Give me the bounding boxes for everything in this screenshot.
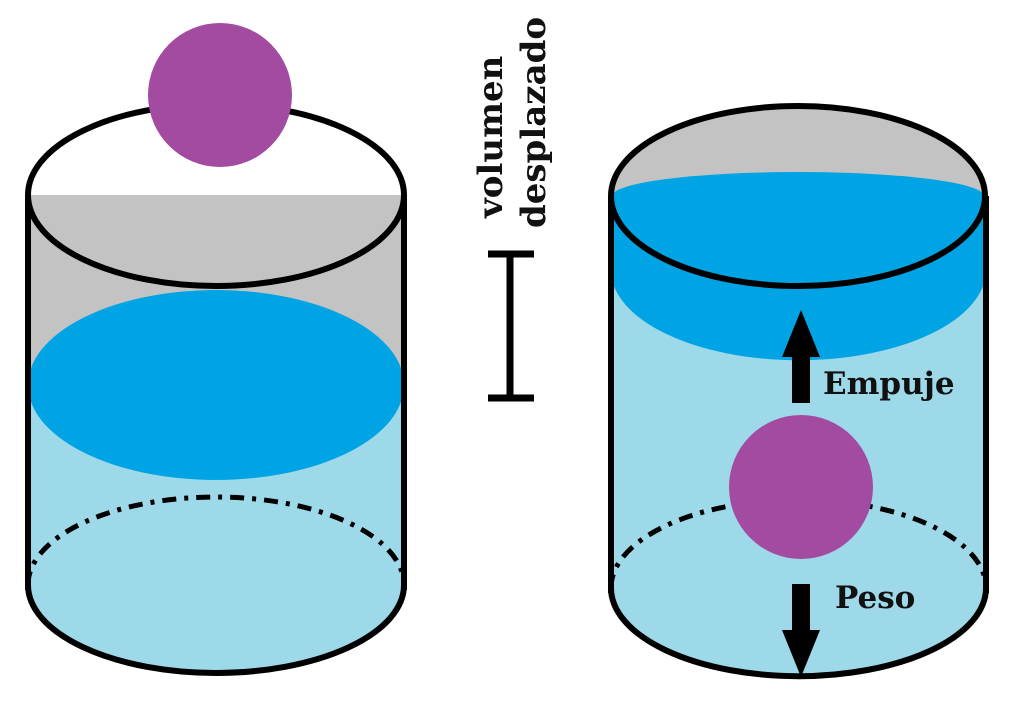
left-water-surface (28, 290, 404, 480)
label-volumen: volumen (471, 56, 511, 219)
label-desplazado: desplazado (514, 17, 554, 228)
right-base-front-edge (608, 587, 989, 680)
left-base-front-edge (25, 584, 407, 676)
label-peso: Peso (835, 580, 915, 616)
left-base-back-edge (25, 494, 407, 586)
right-ball (729, 415, 873, 559)
left-cylinder (25, 23, 407, 676)
displaced-volume-label: volumen desplazado (471, 17, 554, 228)
right-base-back-edge (608, 497, 989, 589)
left-ball (148, 23, 292, 167)
volume-bracket-icon (488, 250, 534, 402)
right-air-gap (612, 108, 984, 196)
right-top-rim (608, 103, 988, 289)
arrow-down-icon (782, 584, 820, 677)
right-cylinder: Empuje Peso (608, 103, 989, 680)
arrow-up-icon (782, 310, 820, 403)
label-empuje: Empuje (823, 366, 955, 402)
